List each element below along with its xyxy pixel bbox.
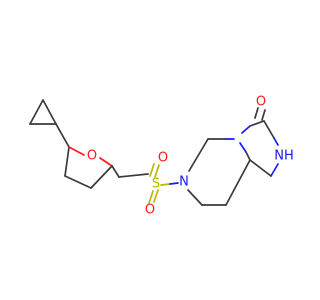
ring-oxygen-label: O: [87, 149, 97, 164]
urea-nitrogen-bond: [241, 125, 251, 134]
thf-bond: [64, 175, 92, 189]
carbonyl-bond-double: [261, 109, 266, 121]
sulfonyl-oxygen-top-label: O: [158, 151, 168, 166]
bonds: [29, 99, 279, 206]
piperazine-nitrogen-label: N: [179, 175, 189, 190]
nh-to-methylene-bond: [270, 163, 279, 177]
sulfur-to-oxygen-top-bond: [154, 164, 160, 178]
methylene-bond: [118, 173, 149, 178]
piperazine-bond: [187, 189, 203, 206]
piperazine-bond: [225, 159, 251, 206]
urea-nh-bond: [263, 120, 275, 139]
thf-oxygen-bond: [99, 157, 113, 167]
sulfur-to-nitrogen-bond-n: [169, 182, 179, 185]
amide-nh-label: NH: [274, 149, 294, 164]
urea-carbonyl-bond: [249, 120, 265, 127]
molecular-structure-diagram: O S O O N O NH: [29, 95, 294, 218]
piperazine-bond: [188, 138, 209, 172]
bridge-nitrogen-bond: [239, 142, 247, 153]
cyclopropyl-bond: [42, 99, 57, 125]
piperazine-bond: [245, 151, 251, 161]
thf-to-methylene-bond: [111, 165, 120, 178]
sulfur-to-nitrogen-bond: [160, 183, 171, 186]
sulfur-label: S: [152, 177, 160, 192]
thf-bond: [90, 165, 113, 189]
imidazolidinone-methylene-bond: [249, 159, 272, 177]
carbonyl-oxygen-label: O: [256, 95, 266, 110]
sulfur-to-oxygen-top-bond-double: [149, 163, 155, 177]
cyclopropyl-to-thf-bond: [55, 123, 70, 148]
thf-oxygen-bond: [68, 146, 85, 156]
nh-bond: [273, 137, 279, 146]
thf-bond: [64, 146, 70, 177]
carbonyl-bond: [254, 107, 259, 119]
cyclopropyl-bond: [29, 99, 44, 125]
sulfonyl-oxygen-bottom-label: O: [145, 203, 155, 218]
sulfur-to-oxygen-bottom-bond: [148, 190, 154, 204]
atom-labels: O S O O N O NH: [87, 95, 294, 218]
sulfur-to-oxygen-bottom-bond-double: [153, 189, 159, 203]
